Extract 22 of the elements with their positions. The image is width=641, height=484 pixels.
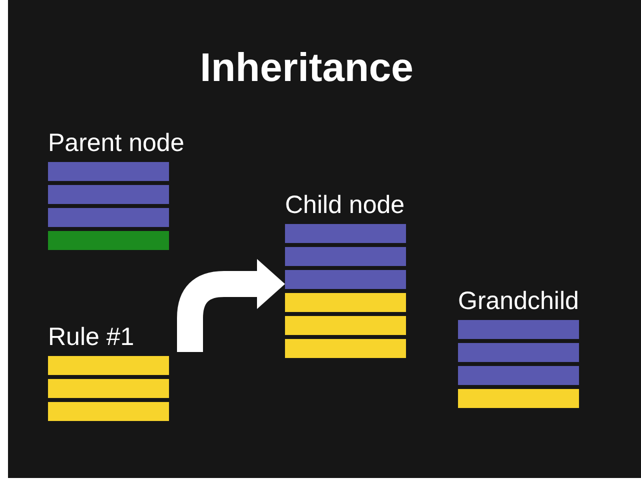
stripe-bar	[285, 247, 406, 266]
node-heading: Child node	[285, 190, 405, 220]
stripe-bar	[285, 270, 406, 289]
stripe-bar	[458, 366, 579, 385]
stripe-bar	[48, 162, 169, 181]
stripe-bar	[285, 224, 406, 243]
stripe-bar	[48, 379, 169, 398]
node-heading: Rule #1	[48, 322, 134, 352]
stripe-bar	[285, 293, 406, 312]
stripe-bar	[458, 389, 579, 408]
node-heading: Parent node	[48, 128, 184, 158]
stripe-bar	[48, 185, 169, 204]
title: Inheritance	[200, 45, 414, 92]
stripe-bar	[48, 402, 169, 421]
stripe-bar	[285, 316, 406, 335]
stripe-bar	[285, 339, 406, 358]
stripe-bar	[458, 320, 579, 339]
node-heading: Grandchild	[458, 286, 579, 316]
stripe-bar	[458, 343, 579, 362]
stripe-bar	[48, 356, 169, 375]
stripe-bar	[48, 208, 169, 227]
stripe-bar	[48, 231, 169, 250]
